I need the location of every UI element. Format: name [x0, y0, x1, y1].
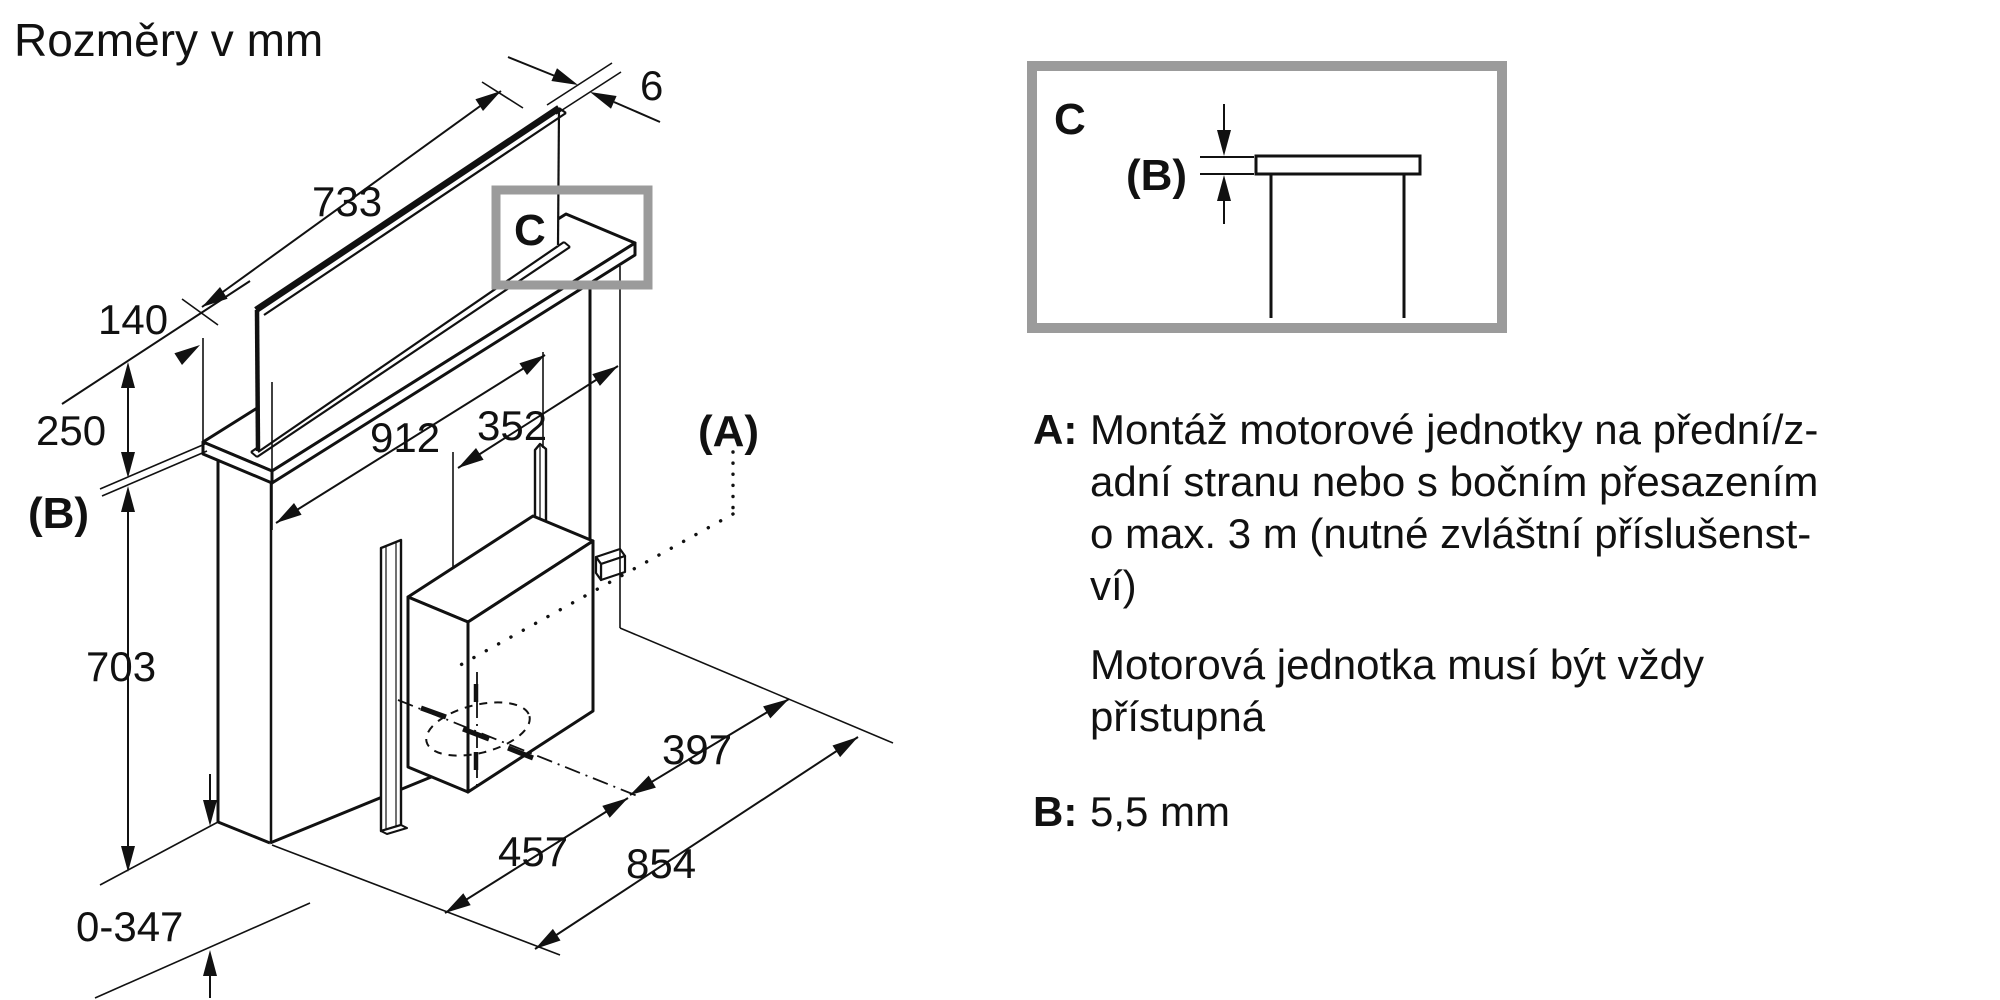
dim-397: 397 [662, 726, 732, 773]
dim-703: 703 [86, 643, 156, 690]
dim-733: 733 [312, 178, 382, 225]
motor-unit [406, 514, 595, 794]
detail-box-c: C (B) [1027, 61, 1507, 333]
a-leader-dots [453, 450, 735, 670]
note-a-extra2: přístupná [1090, 693, 1266, 740]
detail-plate-strip [1254, 154, 1422, 176]
dim-457: 457 [498, 828, 568, 875]
dim-0-347: 0-347 [76, 903, 183, 950]
air-outlet [397, 672, 641, 798]
note-a-extra1: Motorová jednotka musí být vždy [1090, 641, 1704, 688]
dim-6: 6 [640, 62, 663, 109]
note-b-key: B: [1033, 788, 1077, 835]
notes: A: Montáž motorové jednotky na přední/z-… [1033, 406, 1818, 835]
dim-140: 140 [98, 296, 168, 343]
dim-352: 352 [477, 402, 547, 449]
note-a-line4: ví) [1090, 562, 1137, 609]
label-c-main: C [514, 206, 546, 255]
note-a-key: A: [1033, 406, 1077, 453]
c-highlight-box [491, 185, 653, 290]
dimensions: 733 6 140 250 (B) [28, 56, 894, 999]
main-drawing: 733 6 140 250 (B) [28, 56, 894, 999]
label-a: (A) [698, 407, 759, 456]
dim-912: 912 [370, 414, 440, 461]
detail-label-c: C [1054, 95, 1086, 144]
page-title: Rozměry v mm [14, 14, 323, 66]
glass-panel [254, 105, 567, 453]
left-rail [379, 538, 408, 835]
detail-box-frame [1027, 61, 1507, 333]
detail-label-b: (B) [1126, 151, 1187, 200]
dim-854: 854 [626, 840, 696, 887]
right-rail [533, 442, 548, 523]
note-a-line2: adní stranu nebo s bočním přesazením [1090, 458, 1818, 505]
connector [594, 547, 627, 582]
dim-250: 250 [36, 407, 106, 454]
note-a-line1: Montáž motorové jednotky na přední/z- [1090, 406, 1818, 453]
note-b-value: 5,5 mm [1090, 788, 1230, 835]
note-a-line3: o max. 3 m (nutné zvláštní příslušenst- [1090, 510, 1811, 557]
dim-b-ref: (B) [28, 489, 89, 538]
